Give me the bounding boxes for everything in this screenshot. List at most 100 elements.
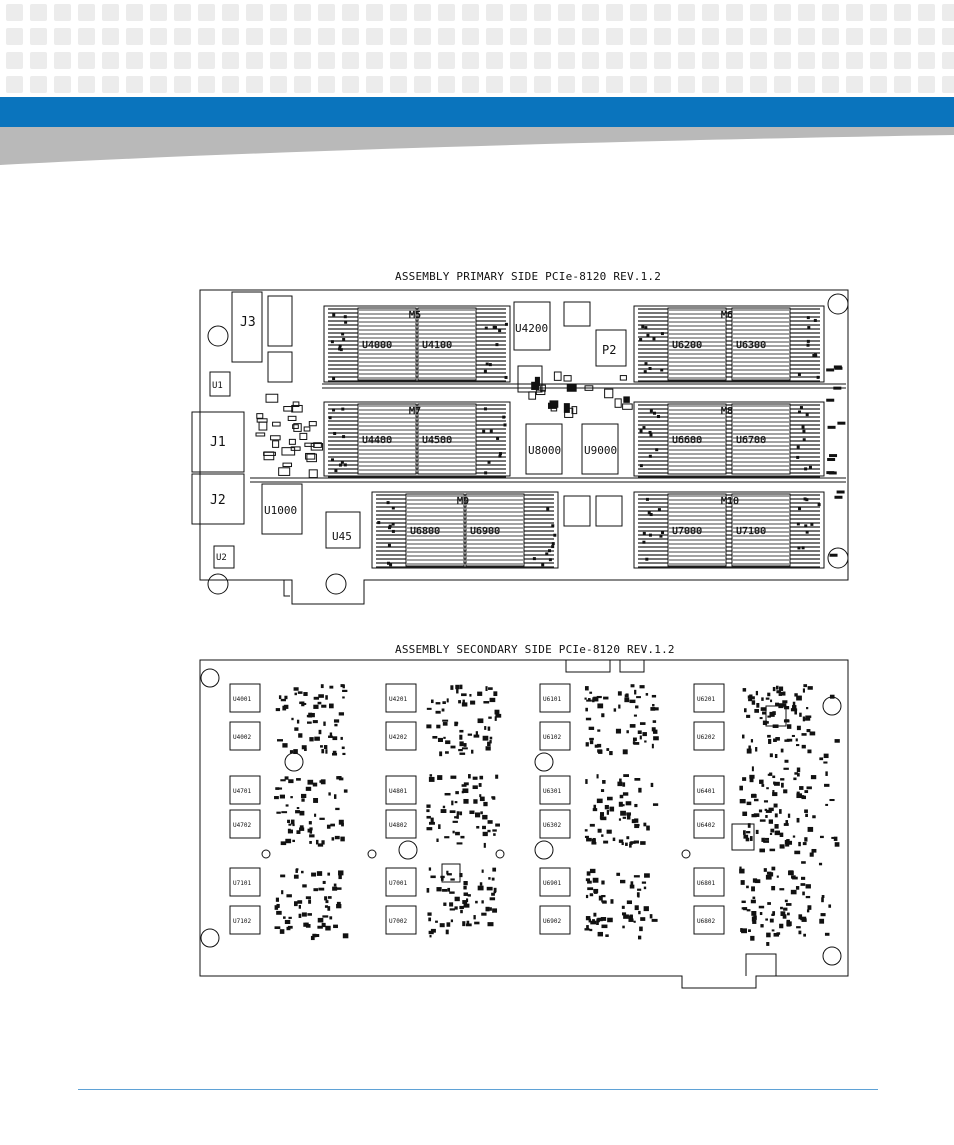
smd-pad [435,710,441,714]
header-dot [174,52,191,69]
smd-pad [651,694,657,698]
smd-pad [828,904,832,908]
smd-pad [313,888,319,892]
dram-chip-label: U4801 [389,788,407,795]
smd-pad [629,724,636,728]
smd-pad [473,734,480,738]
smd-pad [495,713,502,718]
dram-chip-label: U6102 [543,734,561,741]
smd-pad [459,811,463,816]
dram-chip: U4201 [385,683,417,713]
memory-outline [633,491,825,569]
smd-pad [586,871,591,876]
dram-chip-label: U4001 [233,696,251,703]
smd-pad [816,375,820,379]
dram-chip-label: U6101 [543,696,561,703]
smd-pad [593,912,597,917]
memory-outline [633,401,825,477]
header-dot [390,28,407,45]
smd-pad [796,793,803,799]
smd-pad [443,736,446,739]
smd-pad [806,786,812,790]
smd-pad [588,698,591,701]
part-label: U9000 [584,444,617,457]
smd-pad [805,715,812,718]
smd-pad [336,776,340,780]
smd-pad [447,887,451,892]
smd-pad [445,929,449,935]
small-part [288,438,296,445]
small-part [272,421,281,427]
smd-pad [532,557,536,561]
small-ic [731,823,755,851]
smd-pad [639,722,646,725]
smd-pad [430,875,436,879]
smd-pad [459,905,464,910]
header-dot [318,76,335,93]
small-part [553,371,562,381]
dram-chip: U7102 [229,905,261,935]
smd-pad [779,832,784,837]
smd-pad [329,732,333,737]
smd-pad [805,895,811,899]
smd-pad [310,935,315,941]
dram-chip-label: U4702 [233,822,251,829]
smd-pad [648,533,652,537]
smd-pad [606,829,612,834]
smd-pad [493,833,496,836]
smd-pad [468,774,471,779]
smd-pad [489,697,496,703]
smd-pad [754,708,760,713]
connector-j1 [191,411,245,473]
smd-pad [591,841,597,845]
smd-pad [766,932,771,938]
dram-chip-label: U6301 [543,788,561,795]
smd-pad [593,804,597,809]
smd-pad [318,729,322,735]
header-dot [270,76,287,93]
smd-pad [776,690,781,694]
smd-pad [770,828,775,833]
smd-pad [773,932,780,937]
smd-pad [782,700,788,704]
smd-pad [456,688,459,694]
mounting-hole [284,752,304,772]
smd-pad [293,874,299,879]
smd-pad [332,377,336,381]
smd-pad [463,743,467,747]
smd-pad [489,429,493,433]
small-part [304,442,315,447]
header-dot [318,52,335,69]
smd-pad [454,801,458,804]
header-dot [534,52,551,69]
smd-pad [645,557,649,561]
small-part [305,452,316,460]
smd-pad [504,322,508,326]
smd-pad [435,702,441,705]
dram-chip-label: U6302 [543,822,561,829]
smd-pad [746,748,752,754]
smd-pad [290,829,293,834]
smd-pad [767,692,771,697]
smd-pad [603,696,609,700]
smd-pad [639,926,643,932]
memory-chip-label: U6700 [736,435,766,446]
smd-pad [622,816,627,819]
smd-pad [389,563,393,567]
smd-pad [806,343,810,347]
smd-pad [489,907,492,911]
header-dot [78,76,95,93]
smd-pad [585,707,588,712]
smd-pad [768,807,774,812]
smd-pad [332,886,338,891]
smd-pad [284,919,291,925]
smd-pad [276,811,281,814]
dram-chip-outline [539,721,571,751]
smd-pad [442,805,446,809]
smd-pad [747,695,751,699]
smd-pad [620,879,626,884]
smd-pad [437,775,443,780]
header-dot [750,28,767,45]
smd-pad [799,786,804,790]
smd-pad [637,730,642,734]
